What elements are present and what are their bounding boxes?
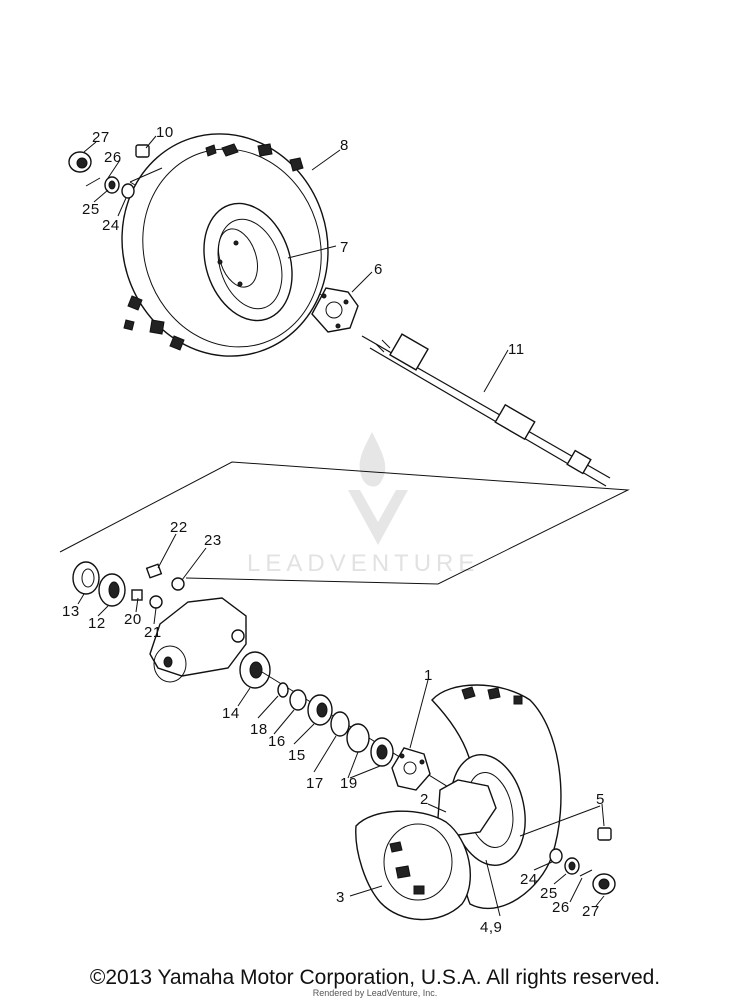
projection-box-lines: [59, 461, 630, 585]
callout-12: 12: [88, 615, 106, 632]
copyright-notice: ©2013 Yamaha Motor Corporation, U.S.A. A…: [89, 966, 661, 989]
callout-21: 21: [144, 624, 162, 641]
callout-6: 6: [374, 261, 383, 278]
callout-22: 22: [170, 519, 188, 536]
callout-13: 13: [62, 603, 80, 620]
callout-23: 23: [204, 532, 222, 549]
lower-wheel: [355, 684, 562, 921]
callout-24-lower: 24: [520, 871, 538, 888]
bearing-seal-row: [261, 671, 561, 857]
lower-hub: [391, 747, 431, 791]
callout-27-upper: 27: [92, 129, 110, 146]
callout-1: 1: [424, 667, 433, 684]
callout-11: 11: [508, 341, 525, 358]
differential-assembly: [72, 561, 271, 689]
callout-10: 10: [156, 124, 174, 141]
callout-16: 16: [268, 733, 286, 750]
leader-lines: [77, 135, 605, 917]
callout-7: 7: [340, 239, 349, 256]
callout-4-9: 4,9: [480, 919, 502, 936]
callout-2: 2: [420, 791, 429, 808]
callout-25-lower: 25: [540, 885, 558, 902]
callout-15: 15: [288, 747, 306, 764]
callout-26-lower: 26: [552, 899, 570, 916]
callout-labels: 27 10 26 25 24 8 7 6 11 22 23 13 12 20 2…: [62, 124, 605, 936]
callout-14: 14: [222, 705, 240, 722]
callout-17: 17: [306, 775, 324, 792]
callout-19: 19: [340, 775, 358, 792]
callout-26-upper: 26: [104, 149, 122, 166]
lower-hub-fasteners: [549, 827, 616, 895]
callout-18: 18: [250, 721, 268, 738]
watermark-text: LEADVENTURE: [247, 550, 479, 577]
callout-5: 5: [596, 791, 605, 808]
rendered-by-note: Rendered by LeadVenture, Inc.: [312, 988, 438, 998]
upper-hub: [311, 287, 359, 333]
leadventure-watermark: LEADVENTURE: [247, 432, 479, 577]
callout-8: 8: [340, 137, 349, 154]
callout-24-upper: 24: [102, 217, 120, 234]
callout-27-lower: 27: [582, 903, 600, 920]
callout-25-upper: 25: [82, 201, 100, 218]
upper-tire: [121, 133, 329, 357]
callout-20: 20: [124, 611, 142, 628]
callout-3: 3: [336, 889, 345, 906]
upper-hub-fasteners: [68, 144, 150, 199]
rear-axle: [361, 333, 611, 487]
